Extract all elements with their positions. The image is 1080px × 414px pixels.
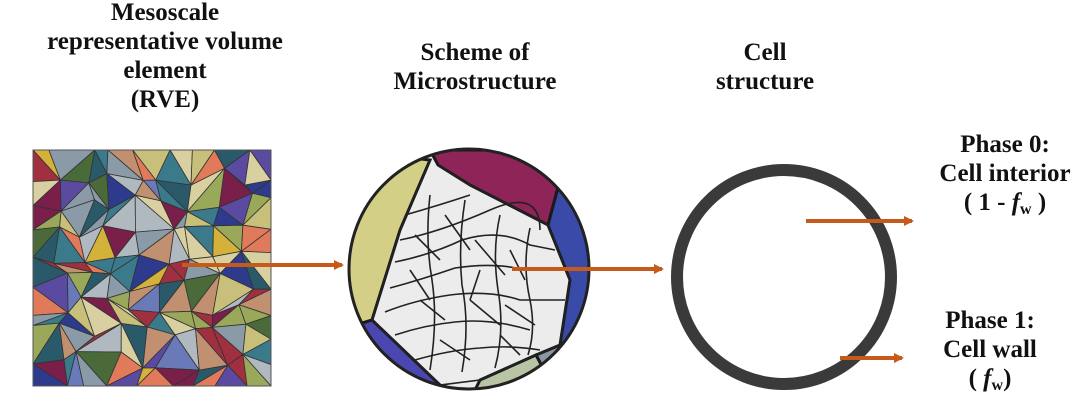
phase0-fraction: ( 1 - fw ) <box>920 188 1080 224</box>
phase1-line-1: Phase 1: <box>945 307 1035 334</box>
rve-title-line-2: representative volume <box>47 28 283 55</box>
rve-title: Mesoscale representative volume element … <box>0 0 330 114</box>
rve-grain <box>33 363 69 386</box>
phase1-frac-prefix: ( <box>968 365 984 392</box>
rve-grain <box>214 364 248 386</box>
cell-title-line-1: Cell <box>743 39 787 66</box>
phase0-label: Phase 0: Cell interior ( 1 - fw ) <box>920 130 1080 224</box>
phase0-frac-suffix: ) <box>1031 189 1047 216</box>
phase0-frac-prefix: ( 1 - <box>963 189 1012 216</box>
cell-title: Cell structure <box>690 38 840 96</box>
phase1-frac-suffix: ) <box>1003 365 1012 392</box>
rve-title-line-1: Mesoscale <box>110 0 220 26</box>
cell-title-line-2: structure <box>715 68 815 95</box>
phase0-line-2: Cell interior <box>939 160 1071 187</box>
rve-border <box>32 149 272 387</box>
phase0-frac-symbol: f <box>1011 189 1021 216</box>
phase1-frac-sub: w <box>991 377 1004 394</box>
rve-grain <box>242 353 271 386</box>
phase0-frac-sub: w <box>1020 201 1032 218</box>
microstructure-disc <box>349 149 589 389</box>
phase1-fraction: ( fw) <box>905 364 1075 400</box>
rve-grain <box>75 350 108 386</box>
scheme-title: Scheme of Microstructure <box>340 38 610 96</box>
phase1-label: Phase 1: Cell wall ( fw) <box>905 306 1075 400</box>
rve-title-line-4: (RVE) <box>130 86 200 113</box>
subgrain-network <box>371 159 571 386</box>
rve-title-line-3: element <box>123 57 207 84</box>
phase1-line-2: Cell wall <box>943 336 1037 363</box>
rve-grain-mosaic <box>33 150 271 386</box>
cell-wall-ring <box>671 164 897 390</box>
phase0-line-1: Phase 0: <box>960 131 1050 158</box>
phase1-frac-symbol: f <box>983 365 992 392</box>
scheme-title-line-2: Microstructure <box>393 68 557 95</box>
scheme-title-line-1: Scheme of <box>420 39 530 66</box>
